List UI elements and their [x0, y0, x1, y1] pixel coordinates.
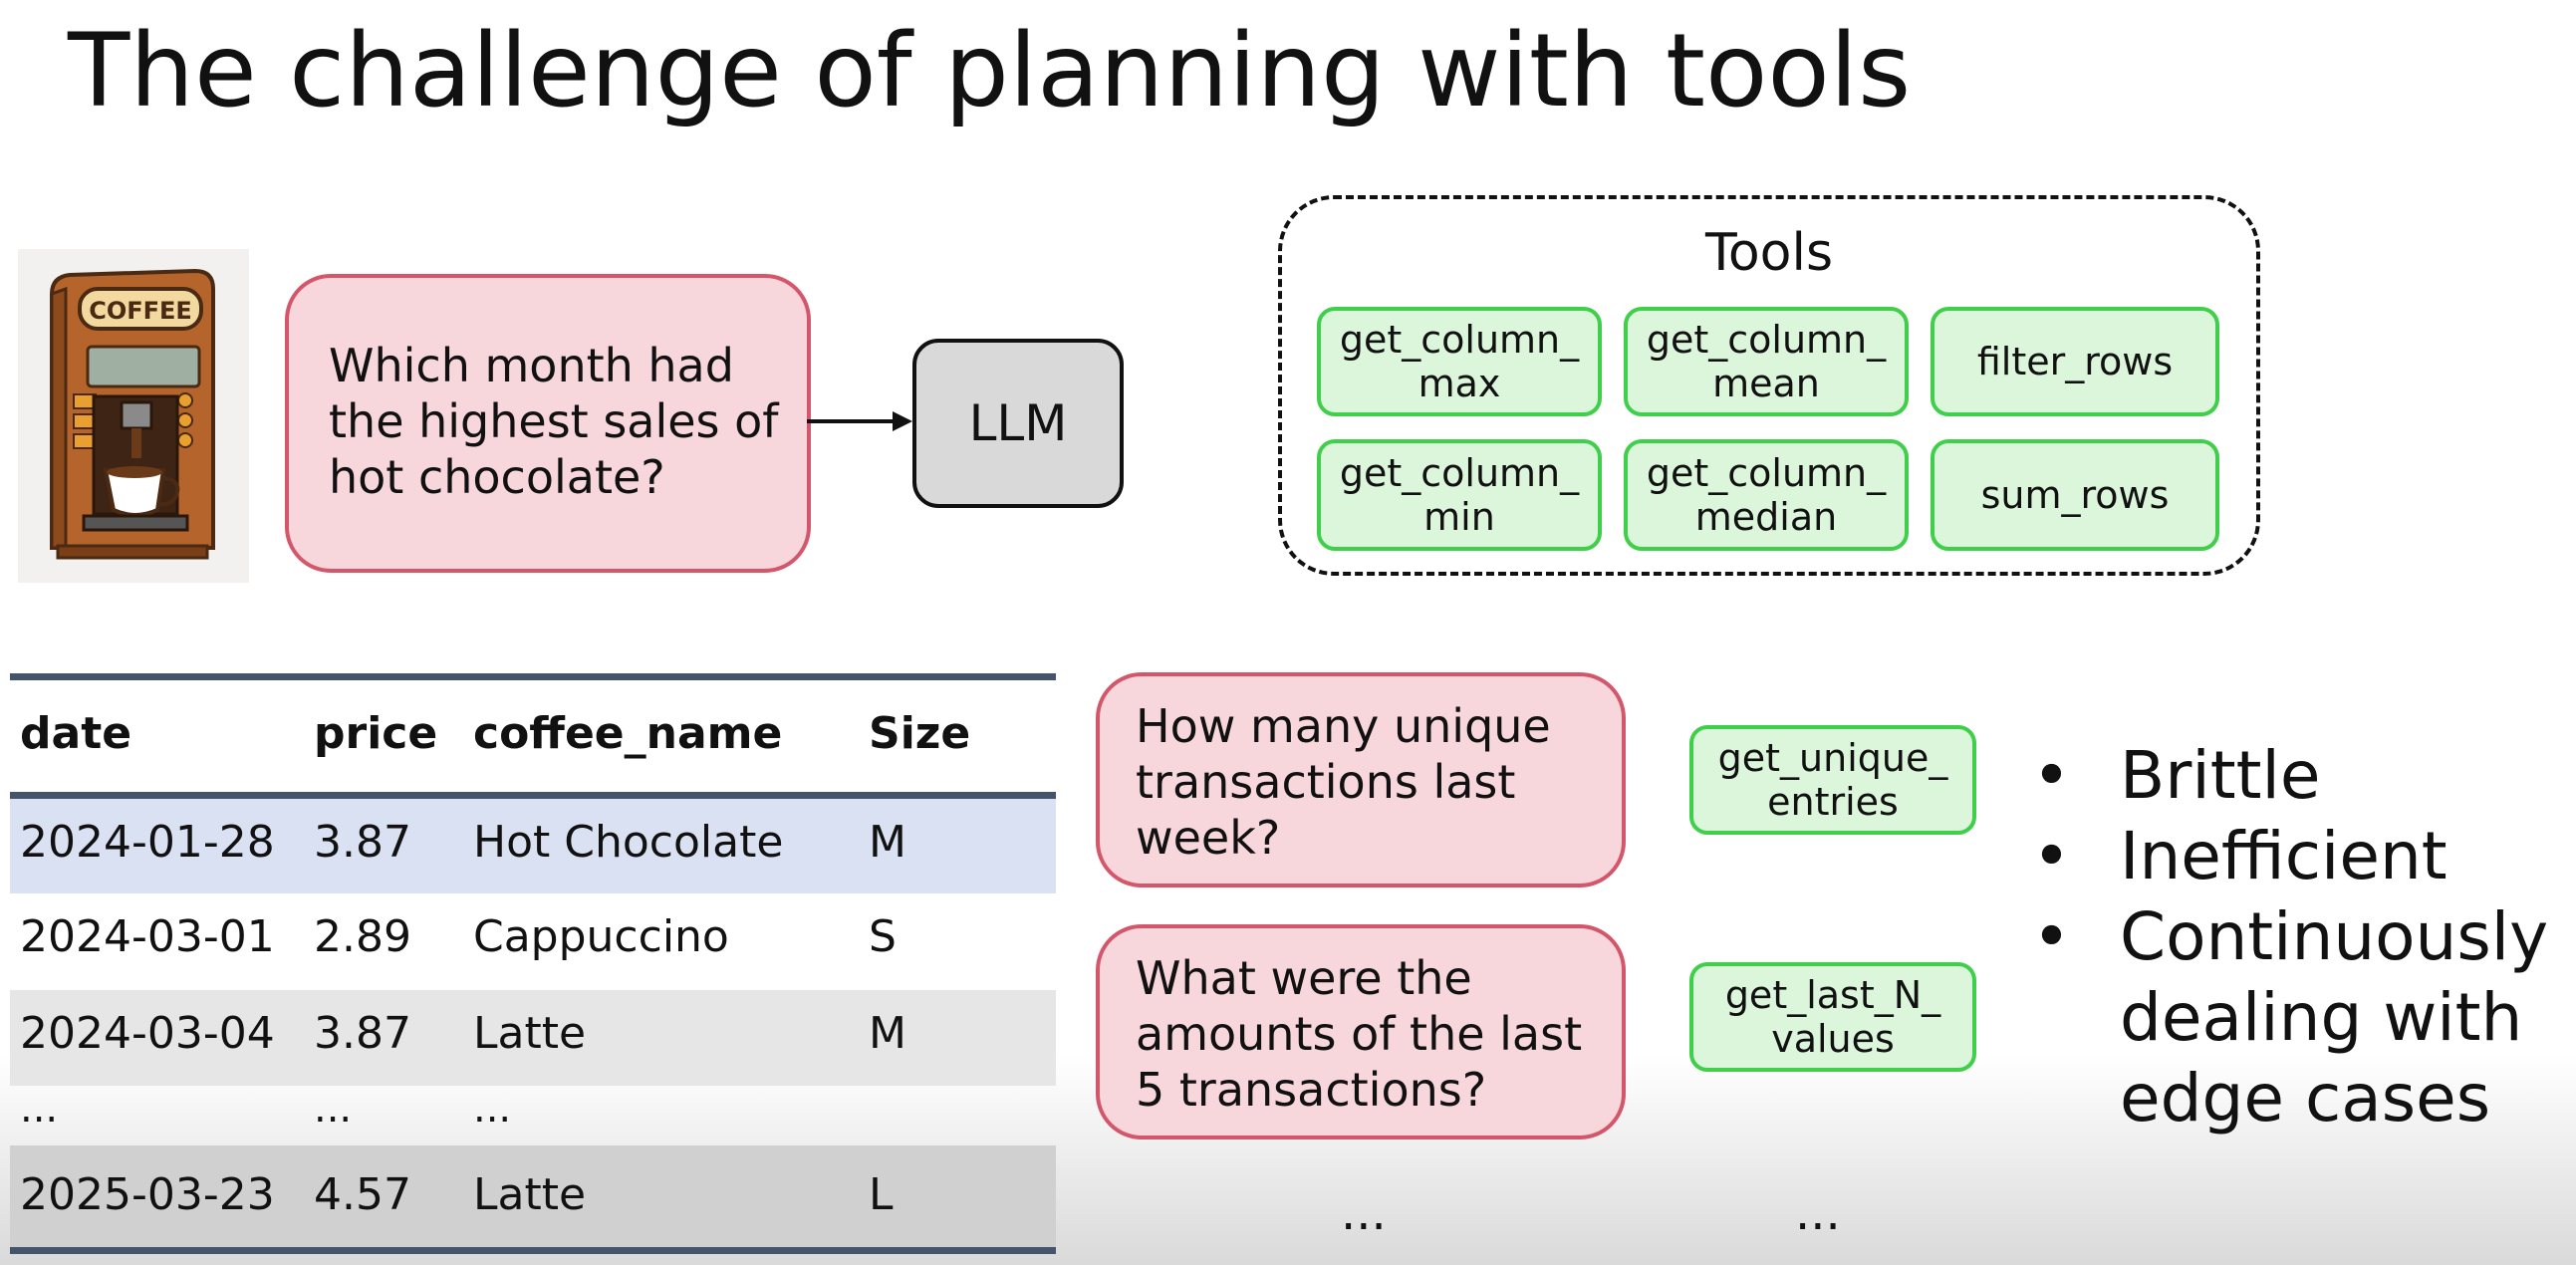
cell-price: 2.89	[314, 911, 411, 962]
header-date: date	[20, 708, 132, 759]
drawbacks-list: Brittle Inefficient Continuously dealing…	[2032, 735, 2548, 1138]
cell-price: 3.87	[314, 817, 411, 868]
cell-ellipsis: ...	[314, 1086, 353, 1132]
llm-label: LLM	[968, 394, 1068, 452]
question-to-llm-arrow	[807, 411, 912, 431]
tool-sum-rows: sum_rows	[1931, 439, 2219, 551]
tools-title: Tools	[1704, 223, 1834, 283]
table-row: 2024-03-04 3.87 Latte M	[10, 990, 1056, 1086]
table-header-rule	[10, 792, 1056, 799]
coffee-sign-label: COFFEE	[89, 297, 192, 325]
slide-title: The challenge of planning with tools	[68, 12, 1912, 130]
tool-get-column-max: get_column_ max	[1317, 307, 1602, 416]
cell-coffee-name: Hot Chocolate	[473, 817, 784, 868]
table-row: 2025-03-23 4.57 Latte L	[10, 1145, 1056, 1247]
table-top-rule	[10, 673, 1056, 680]
cell-price: 4.57	[314, 1169, 411, 1220]
drawback-item: Brittle	[2032, 735, 2548, 816]
table-ellipsis-row: ... ... ...	[10, 1086, 1056, 1145]
question-text: How many unique transactions last week?	[1136, 699, 1551, 865]
question-text: What were the amounts of the last 5 tran…	[1136, 951, 1583, 1117]
cell-date: 2024-03-01	[20, 911, 275, 962]
tool-filter-rows: filter_rows	[1931, 307, 2219, 416]
cell-size: S	[869, 911, 897, 962]
header-coffee-name: coffee_name	[473, 708, 783, 759]
header-price: price	[314, 708, 438, 759]
table-header-row: date price coffee_name Size	[10, 680, 1056, 792]
coffee-machine-illustration: COFFEE	[18, 249, 249, 583]
table-bottom-rule	[10, 1247, 1056, 1254]
cell-size: M	[869, 1008, 906, 1059]
cell-date: 2024-03-04	[20, 1008, 275, 1059]
main-question-text: Which month had the highest sales of hot…	[329, 339, 779, 504]
cell-price: 3.87	[314, 1008, 411, 1059]
cell-date: 2025-03-23	[20, 1169, 275, 1220]
table-row: 2024-01-28 3.87 Hot Chocolate M	[10, 799, 1056, 893]
drawback-item: Inefficient	[2032, 816, 2548, 896]
tool-get-column-min: get_column_ min	[1317, 439, 1602, 551]
cell-size: M	[869, 817, 906, 868]
llm-box: LLM	[912, 339, 1124, 508]
cell-ellipsis: ...	[473, 1086, 512, 1132]
table-row: 2024-03-01 2.89 Cappuccino S	[10, 893, 1056, 990]
cell-coffee-name: Latte	[473, 1008, 587, 1059]
drawback-item: Continuously dealing with edge cases	[2032, 896, 2548, 1138]
cell-size: L	[869, 1169, 894, 1220]
questions-ellipsis: ...	[1341, 1185, 1387, 1241]
tool-get-column-median: get_column_ median	[1624, 439, 1909, 551]
main-question-box: Which month had the highest sales of hot…	[285, 274, 811, 573]
cell-date: 2024-01-28	[20, 817, 275, 868]
cell-coffee-name: Latte	[473, 1169, 587, 1220]
tools-group-frame	[1278, 195, 2260, 576]
question-box-last-transactions: What were the amounts of the last 5 tran…	[1096, 924, 1626, 1139]
cell-coffee-name: Cappuccino	[473, 911, 729, 962]
cell-ellipsis: ...	[20, 1086, 59, 1132]
tools-ellipsis: ...	[1795, 1185, 1841, 1241]
question-box-unique-transactions: How many unique transactions last week?	[1096, 672, 1626, 887]
tool-get-column-mean: get_column_ mean	[1624, 307, 1909, 416]
tool-get-last-n-values: get_last_N_ values	[1689, 962, 1976, 1072]
header-size: Size	[869, 708, 971, 759]
tool-get-unique-entries: get_unique_ entries	[1689, 725, 1976, 835]
